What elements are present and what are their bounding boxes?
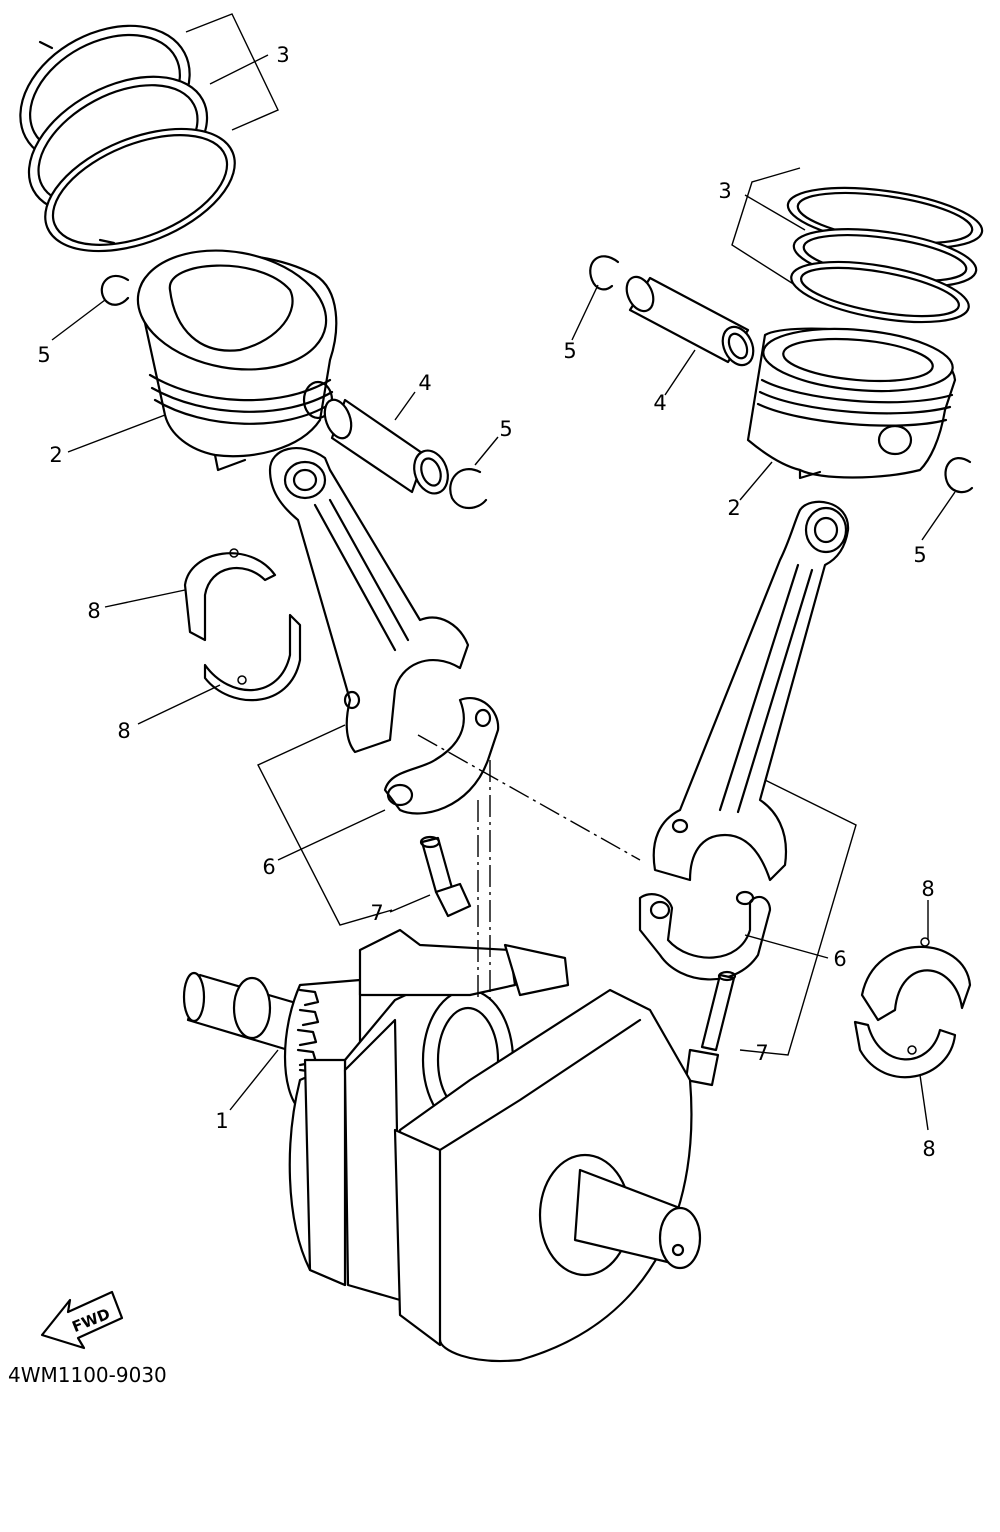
piston-pin-right (625, 275, 755, 367)
bearing-left-upper (183, 548, 277, 642)
callout-4-left: 4 (418, 371, 431, 395)
callout-5-left-b: 5 (499, 417, 512, 441)
callout-8-left-lower: 8 (117, 719, 130, 743)
part-code: 4WM1100-9030 (8, 1363, 167, 1387)
piston-right (746, 327, 957, 480)
bearing-left-lower (203, 613, 302, 702)
leader-lines (51, 13, 956, 1131)
callout-3-left: 3 (276, 43, 289, 67)
piston-left (136, 249, 338, 472)
piston-rings-left (19, 24, 236, 253)
callout-2-left: 2 (49, 443, 62, 467)
circlip-right-lower (944, 457, 974, 494)
bearing-right-upper (860, 937, 972, 1022)
bolt-left (419, 835, 472, 918)
rod-cap-right (638, 890, 772, 981)
callout-8-right-upper: 8 (921, 877, 934, 901)
callout-7-left: 7 (370, 901, 383, 925)
rod-cap-left (383, 697, 500, 815)
callout-5-right-a: 5 (563, 339, 576, 363)
callout-6-right: 6 (833, 947, 846, 971)
callout-6-left: 6 (262, 855, 275, 879)
assembly-centerlines (417, 734, 641, 1000)
connecting-rod-left (268, 447, 470, 754)
callout-1-crankshaft: 1 (215, 1109, 228, 1133)
circlip-left-upper (100, 274, 130, 306)
bolt-right (684, 970, 737, 1087)
callout-4-right: 4 (653, 391, 666, 415)
callout-2-right: 2 (727, 496, 740, 520)
callout-5-right-b: 5 (913, 543, 926, 567)
circlip-right-upper (589, 255, 620, 291)
callout-5-left-a: 5 (37, 343, 50, 367)
crankshaft (182, 928, 702, 1363)
fwd-arrow-icon: FWD (40, 1290, 124, 1350)
callout-8-left-upper: 8 (87, 599, 100, 623)
callout-8-right-lower: 8 (922, 1137, 935, 1161)
callout-3-right: 3 (718, 179, 731, 203)
circlip-left-lower (449, 468, 488, 510)
callout-labels: 3 3 5 2 4 5 8 8 6 7 5 4 2 5 8 6 7 8 1 (37, 43, 935, 1161)
connecting-rod-right (652, 500, 850, 882)
callout-7-right: 7 (755, 1041, 768, 1065)
piston-pin-left (323, 398, 449, 495)
bearing-right-lower (853, 1020, 957, 1079)
piston-rings-right (786, 186, 984, 324)
